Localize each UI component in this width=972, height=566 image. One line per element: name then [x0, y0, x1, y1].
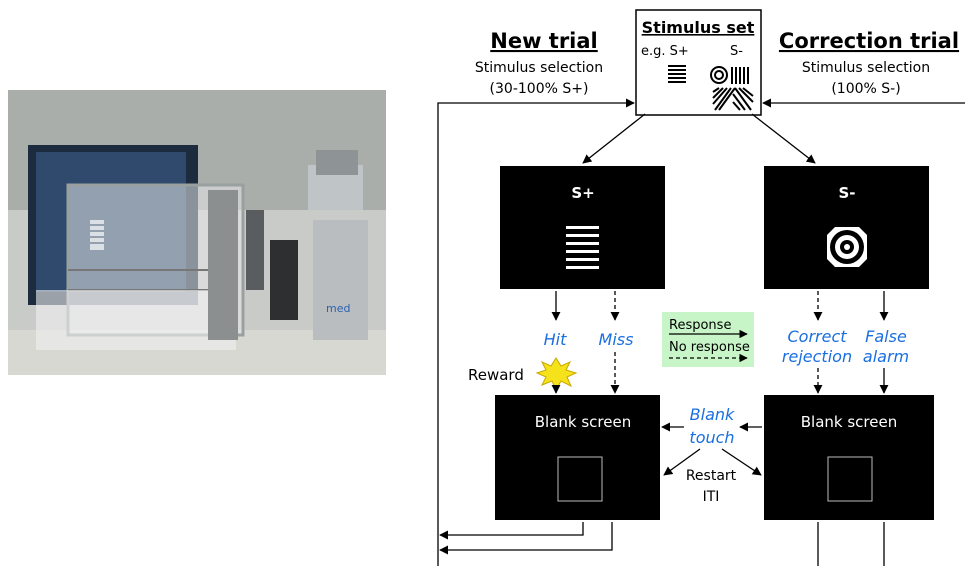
correction-trial-heading: Correction trial Stimulus selection (100…: [779, 29, 959, 97]
stimulus-set-s-minus: S-: [730, 44, 743, 59]
blank-screen-right: Blank screen: [764, 395, 934, 520]
chamber-photo: med: [8, 90, 386, 375]
vertical-grating-icon: [731, 67, 749, 84]
grating-icon: [668, 65, 686, 83]
correct-rejection-line2: rejection: [782, 347, 852, 366]
stimulus-set-box: Stimulus set e.g. S+ S-: [635, 9, 762, 116]
restart-line2: ITI: [703, 489, 720, 505]
correction-trial-title: Correction trial: [779, 29, 959, 53]
legend-response: Response: [669, 318, 731, 333]
blank-touch-line2: touch: [689, 428, 734, 447]
concentric-circles-icon: [710, 66, 728, 84]
legend-no-response: No response: [669, 340, 750, 355]
response-legend: Response No response: [662, 312, 754, 367]
diagonal-grating-icon: [712, 87, 754, 111]
new-trial-title: New trial: [490, 29, 598, 53]
new-trial-line2: (30-100% S+): [490, 81, 589, 97]
new-trial-line1: Stimulus selection: [475, 60, 603, 76]
reward-star-icon: [535, 357, 578, 392]
blank-screen-right-label: Blank screen: [801, 413, 897, 431]
s-minus-label: S-: [838, 184, 855, 202]
hit-label: Hit: [544, 330, 567, 349]
miss-label: Miss: [599, 330, 634, 349]
correction-trial-line2: (100% S-): [831, 81, 900, 97]
med-logo: med: [326, 302, 350, 315]
blank-screen-left-label: Blank screen: [535, 413, 631, 431]
horizontal-grating-icon: [566, 226, 599, 269]
s-minus-screen: S-: [764, 166, 929, 289]
restart-line1: Restart: [686, 468, 737, 484]
s-plus-screen: S+: [500, 166, 665, 289]
target-pattern-icon: [827, 227, 867, 267]
stimulus-set-eg: e.g. S+: [641, 44, 689, 59]
stimulus-set-title: Stimulus set: [642, 18, 755, 37]
false-alarm-line1: False: [865, 327, 907, 346]
reward-label: Reward: [468, 366, 524, 384]
false-alarm-line2: alarm: [863, 347, 909, 366]
blank-screen-left: Blank screen: [495, 395, 660, 520]
blank-touch-line1: Blank: [690, 405, 735, 424]
new-trial-heading: New trial Stimulus selection (30-100% S+…: [475, 29, 603, 97]
correction-trial-line1: Stimulus selection: [802, 60, 930, 76]
correct-rejection-line1: Correct: [787, 327, 847, 346]
s-plus-label: S+: [571, 184, 594, 202]
